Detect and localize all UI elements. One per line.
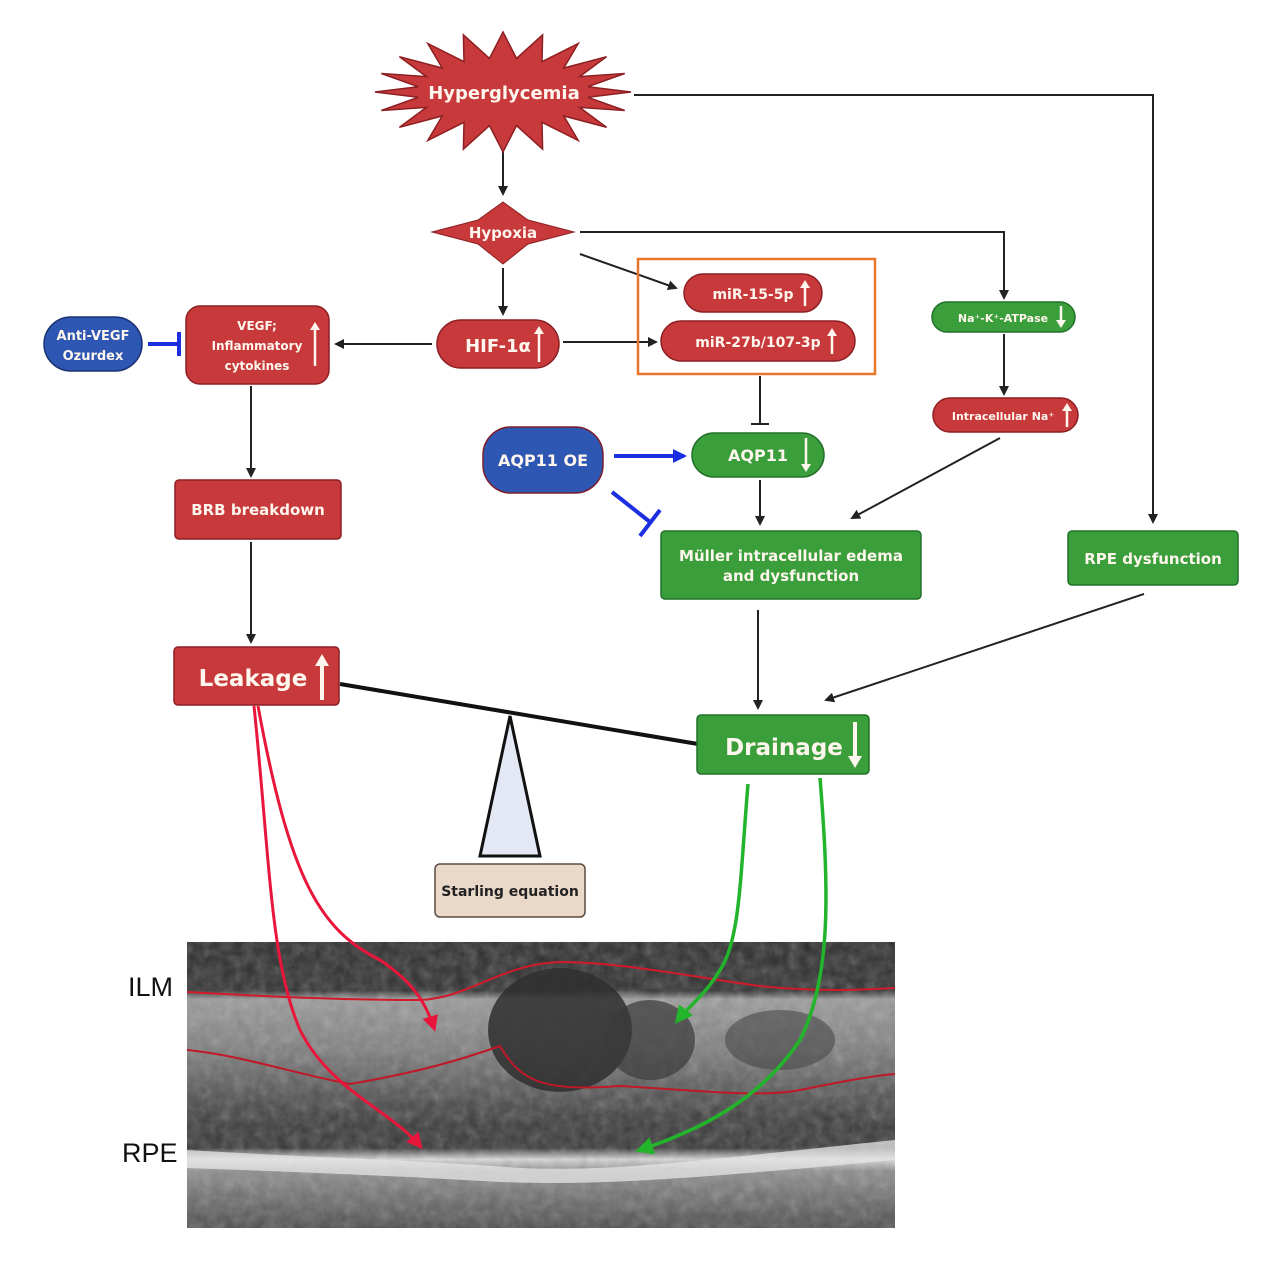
node-brb-breakdown: BRB breakdown — [174, 479, 342, 540]
hypoxia-label: Hypoxia — [469, 224, 537, 242]
up-arrow-icon — [800, 280, 810, 306]
up-arrow-icon — [534, 326, 544, 362]
aqp11-label: AQP11 — [728, 446, 788, 465]
oct-scan-image: ILM RPE — [122, 942, 896, 1228]
node-drainage: Drainage — [696, 714, 870, 775]
leakage-label: Leakage — [199, 666, 308, 692]
leakage-path-to-subretinal — [252, 705, 423, 1150]
down-arrow-icon — [848, 722, 862, 768]
up-arrow-icon — [315, 654, 329, 700]
up-arrow-icon — [310, 322, 320, 366]
anti-vegf-label-line1: Anti-VEGF — [57, 329, 130, 344]
mir27-label: miR-27b/107-3p — [695, 335, 820, 351]
node-mir27: miR-27b/107-3p — [660, 320, 856, 362]
up-arrow-icon — [827, 328, 837, 354]
anti-vegf-label-line2: Ozurdex — [63, 349, 124, 364]
starling-label: Starling equation — [441, 884, 579, 900]
node-intracellular-na: Intracellular Na⁺ — [932, 397, 1079, 433]
ilm-label: ILM — [128, 972, 173, 1002]
arrow-hypoxia-to-mir15 — [579, 253, 678, 291]
rpe-label: RPE — [122, 1138, 178, 1168]
regulation-arrow-head — [310, 322, 320, 330]
vegf-label-line2: Inflammatory — [212, 339, 303, 353]
drainage-path-from-cyst — [674, 783, 750, 1024]
arrow-hypoxia-to-nak — [580, 231, 1009, 300]
node-aqp11: AQP11 — [691, 432, 825, 478]
regulation-arrow-head — [827, 328, 837, 336]
leakage-path-to-cyst — [256, 705, 438, 1032]
node-starling-equation: Starling equation — [434, 863, 586, 918]
muller-label-line1: Müller intracellular edema — [679, 547, 903, 565]
regulation-arrow-head — [848, 756, 862, 768]
aqp11-oe-label: AQP11 OE — [498, 451, 588, 470]
node-anti-vegf[interactable]: Anti-VEGF Ozurdex — [43, 316, 143, 372]
vegf-label-line1: VEGF; — [237, 319, 277, 333]
regulation-arrow-head — [534, 326, 544, 334]
hyperglycemia-label: Hyperglycemia — [428, 83, 580, 104]
up-arrow-icon — [1062, 403, 1072, 427]
arrow-rpe-to-drainage — [824, 593, 1145, 703]
node-nak-atpase: Na⁺-K⁺-ATPase — [931, 301, 1076, 333]
rpe-dysfunction-label: RPE dysfunction — [1084, 550, 1222, 568]
vegf-label-line3: cytokines — [225, 359, 290, 373]
brb-label: BRB breakdown — [191, 501, 325, 519]
regulation-arrow-head — [1056, 320, 1066, 328]
arrow-hyperglycemia-to-rpe — [634, 94, 1158, 524]
nak-atpase-label: Na⁺-K⁺-ATPase — [958, 312, 1048, 325]
drainage-label: Drainage — [725, 735, 843, 761]
down-arrow-icon — [1056, 306, 1066, 328]
node-rpe-dysfunction: RPE dysfunction — [1067, 530, 1239, 586]
node-hyperglycemia: Hyperglycemia — [374, 30, 632, 154]
ilm-segmentation-line — [186, 960, 896, 1002]
balance-fulcrum — [478, 715, 542, 858]
node-leakage: Leakage — [173, 646, 340, 706]
muller-label-line2: and dysfunction — [723, 567, 859, 585]
regulation-arrow-head — [315, 654, 329, 666]
cystoid-space — [488, 968, 632, 1092]
arrow-na-to-muller — [850, 437, 1001, 519]
regulation-arrow-head — [800, 280, 810, 288]
mirna-group-box — [636, 257, 877, 376]
mir15-label: miR-15-5p — [712, 287, 793, 303]
hif1a-label: HIF-1α — [465, 336, 531, 357]
regulation-arrow-head — [1062, 403, 1072, 411]
node-hif1a: HIF-1α — [436, 319, 560, 369]
intracellular-na-label: Intracellular Na⁺ — [952, 410, 1054, 423]
node-mir15: miR-15-5p — [683, 273, 823, 313]
node-muller: Müller intracellular edema and dysfuncti… — [660, 530, 922, 600]
balance-beam — [339, 682, 699, 746]
opl-segmentation-line — [186, 1044, 896, 1095]
node-aqp11-oe[interactable]: AQP11 OE — [482, 426, 604, 494]
inhibit-aqp11oe-to-muller — [610, 490, 652, 524]
node-hypoxia: Hypoxia — [430, 201, 576, 265]
inhibit-aqp11oe-to-muller-bar — [638, 508, 662, 538]
drainage-path-from-subretinal — [635, 777, 828, 1155]
node-vegf: VEGF; Inflammatory cytokines — [185, 305, 330, 385]
regulation-arrow-head — [801, 464, 811, 472]
connectors — [148, 94, 1158, 746]
down-arrow-icon — [801, 438, 811, 472]
